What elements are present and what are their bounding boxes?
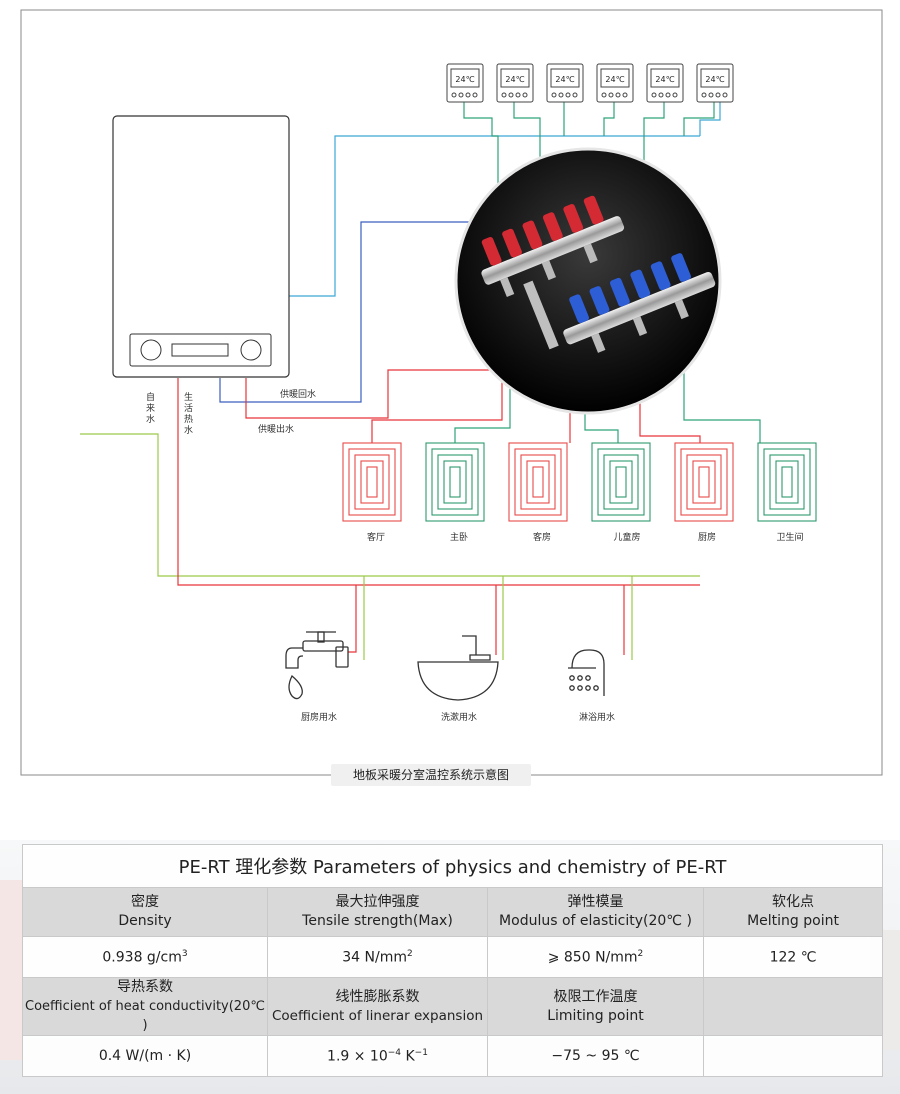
thermostat-temp: 24℃ — [605, 75, 624, 84]
header-cn: 导热系数 — [117, 979, 173, 995]
header-cn: 密度 — [131, 894, 159, 910]
value-cell: 0.938 g/cm3 — [22, 936, 268, 978]
thermostat-temp: 24℃ — [455, 75, 474, 84]
header-en: Density — [118, 913, 172, 929]
header-en: Melting point — [747, 913, 839, 929]
header-cell: 线性膨胀系数 Coefficient of linerar expansion — [267, 977, 488, 1036]
return-pipe-label: 供暖回水 — [280, 388, 316, 400]
table-row: 导热系数 Coefficient of heat conductivity(20℃… — [22, 977, 884, 1036]
diagram-caption: 地板采暖分室温控系统示意图 — [331, 764, 531, 786]
thermostat-temp: 24℃ — [555, 75, 574, 84]
header-cell: 最大拉伸强度 Tensile strength(Max) — [267, 887, 488, 937]
thermostat: 24℃ — [596, 63, 634, 103]
coil-kids-room — [591, 442, 651, 522]
shower-icon — [568, 649, 605, 696]
header-cell — [702, 977, 884, 1036]
thermostat-row: 24℃ 24℃ 24℃ 24℃ 24℃ 24℃ — [446, 63, 734, 103]
thermostat: 24℃ — [446, 63, 484, 103]
fixture-label: 洗漱用水 — [441, 711, 477, 723]
thermostat: 24℃ — [496, 63, 534, 103]
value-cell: 0.4 W/(m · K) — [22, 1035, 268, 1077]
value-cell — [702, 1035, 884, 1077]
header-en: Limiting point — [547, 1007, 644, 1024]
table-row: 0.4 W/(m · K) 1.9 × 10−4 K−1 −75 ~ 95 ℃ — [22, 1035, 884, 1077]
thermostat-temp: 24℃ — [505, 75, 524, 84]
fixture-label: 厨房用水 — [301, 711, 337, 723]
hot-water-label: 生活热水 — [184, 391, 193, 436]
heating-diagram: 24℃ 24℃ 24℃ 24℃ 24℃ 24℃ — [20, 9, 883, 776]
header-cell: 密度 Density — [22, 887, 268, 937]
header-cn: 软化点 — [772, 894, 815, 910]
thermostat: 24℃ — [696, 63, 734, 103]
room-label: 客房 — [533, 531, 551, 543]
thermostat: 24℃ — [546, 63, 584, 103]
value-cell: 34 N/mm2 — [267, 936, 488, 978]
coil-kitchen — [674, 442, 734, 522]
coil-bathroom — [757, 442, 817, 522]
room-label: 儿童房 — [613, 531, 640, 543]
background-decor — [0, 880, 24, 1060]
value-cell: 122 ℃ — [702, 936, 884, 978]
header-en: Coefficient of heat conductivity(20℃ ) — [25, 999, 265, 1033]
value-cell: −75 ~ 95 ℃ — [487, 1035, 704, 1077]
room-label: 厨房 — [698, 531, 716, 543]
header-cell: 弹性模量 Modulus of elasticity(20℃ ) — [487, 887, 704, 937]
room-label: 卫生间 — [776, 531, 803, 543]
cold-water-label: 自来水 — [146, 391, 155, 425]
table-row: 0.938 g/cm3 34 N/mm2 ⩾ 850 N/mm2 122 ℃ — [22, 936, 884, 978]
header-cell: 软化点 Melting point — [702, 887, 884, 937]
coil-living-room — [342, 442, 402, 522]
header-en: Modulus of elasticity(20℃ ) — [499, 913, 692, 929]
faucet-icon — [285, 631, 349, 700]
coil-master-bedroom — [425, 442, 485, 522]
room-label: 客厅 — [367, 531, 385, 543]
header-en: Coefficient of linerar expansion — [271, 1007, 484, 1024]
manifold-photo — [454, 147, 722, 415]
value-cell: ⩾ 850 N/mm2 — [487, 936, 704, 978]
coil-group — [342, 442, 817, 522]
header-en: Tensile strength(Max) — [302, 913, 453, 929]
header-cn: 最大拉伸强度 — [335, 894, 420, 910]
thermostat-temp: 24℃ — [705, 75, 724, 84]
params-table: PE-RT 理化参数 Parameters of physics and che… — [21, 844, 884, 1077]
header-cell: 极限工作温度 Limiting point — [487, 977, 704, 1036]
header-cell: 导热系数 Coefficient of heat conductivity(20℃… — [22, 977, 268, 1036]
header-cn: 线性膨胀系数 — [335, 988, 420, 1005]
room-label: 主卧 — [450, 531, 468, 543]
table-title: PE-RT 理化参数 Parameters of physics and che… — [21, 844, 884, 888]
thermostat-temp: 24℃ — [655, 75, 674, 84]
table-row: 密度 Density 最大拉伸强度 Tensile strength(Max) 弹性… — [22, 887, 884, 937]
boiler — [112, 115, 290, 378]
thermostat: 24℃ — [646, 63, 684, 103]
coil-guest-room — [508, 442, 568, 522]
supply-pipe-label: 供暖出水 — [258, 423, 294, 435]
header-cn: 极限工作温度 — [553, 988, 638, 1005]
value-cell: 1.9 × 10−4 K−1 — [267, 1035, 488, 1077]
fixture-label: 淋浴用水 — [579, 711, 615, 723]
header-cn: 弹性模量 — [567, 894, 624, 910]
washbasin-icon — [417, 635, 499, 701]
